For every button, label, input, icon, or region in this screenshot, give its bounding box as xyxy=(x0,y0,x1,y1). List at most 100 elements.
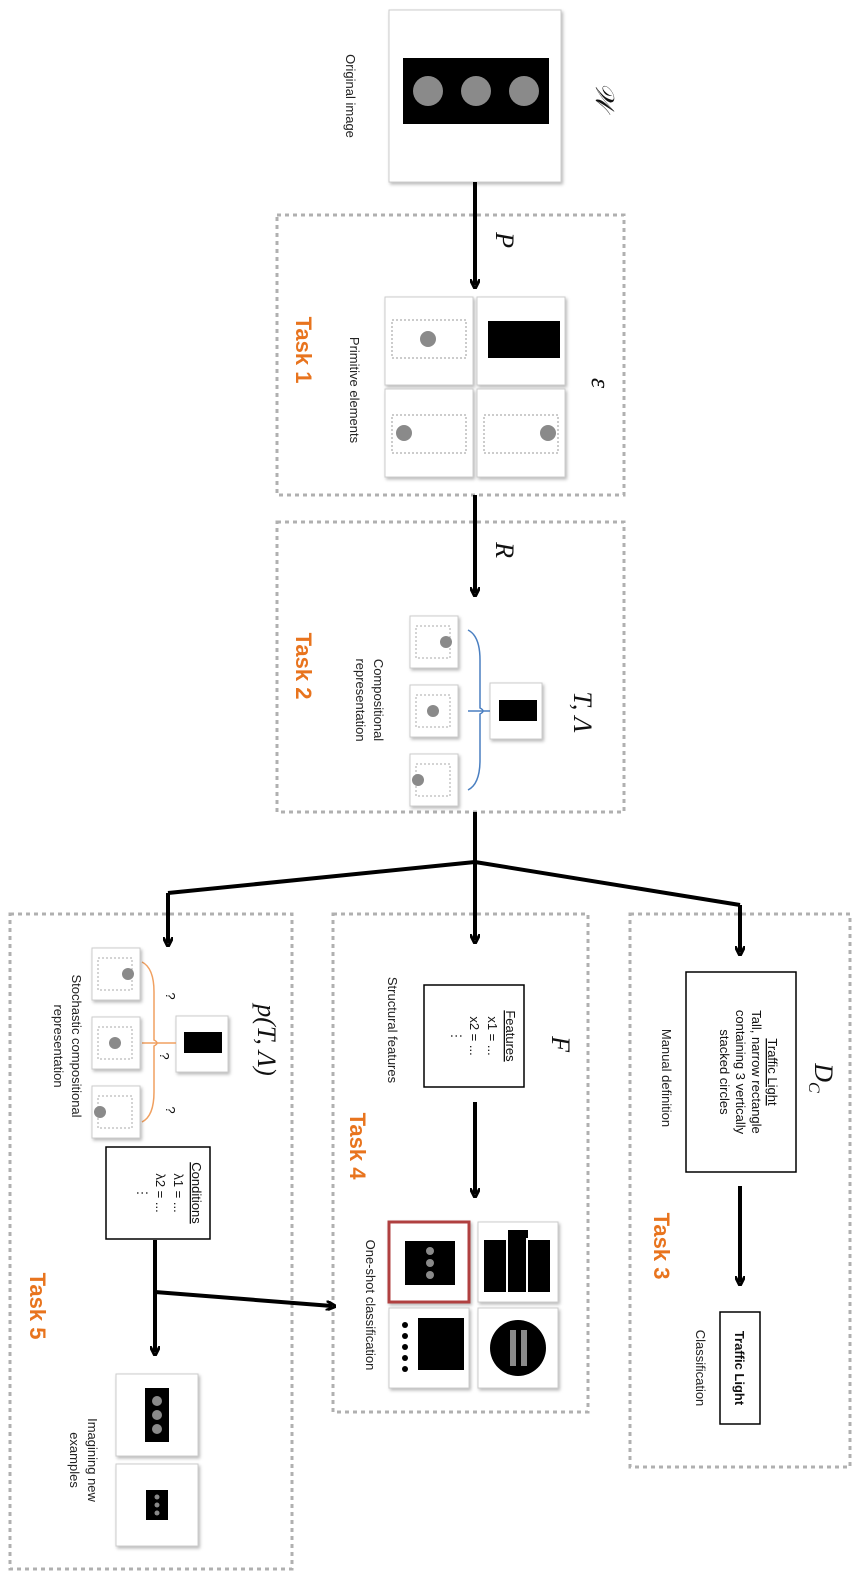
task2-caption-line1: Compositional xyxy=(371,659,386,741)
primitive-rectangle xyxy=(488,321,560,358)
candidate-shape xyxy=(528,1240,550,1292)
arrow-to-oneshot-from-task5 xyxy=(154,1290,332,1306)
task3-panel: DC Traffic Light Tall, narrow rectangle … xyxy=(628,912,852,1469)
classification-box xyxy=(719,1311,761,1425)
primitive-bbox xyxy=(391,414,467,454)
original-image-caption: Original image xyxy=(343,54,358,138)
condition-1: λ1 = ... xyxy=(171,1173,186,1212)
candidate-gap xyxy=(506,1238,508,1292)
primitive-circle xyxy=(396,425,412,441)
task1-frame xyxy=(275,213,626,497)
parent-rectangle xyxy=(499,700,537,721)
feature-1: x1 = ... xyxy=(485,1016,500,1055)
child-circle xyxy=(427,705,439,717)
task1-symbol: ε xyxy=(586,378,615,389)
stochastic-brace xyxy=(141,961,158,1123)
definition-line3: stacked circles xyxy=(717,1029,732,1115)
branch-arrows xyxy=(168,812,740,952)
manual-definition-caption: Manual definition xyxy=(659,1029,674,1127)
features-more: ⋮ xyxy=(449,1030,464,1043)
candidate-dot xyxy=(402,1344,408,1350)
task2-title: Task 2 xyxy=(291,633,316,700)
imagined-circle xyxy=(154,1510,160,1516)
uncertainty-mark: ? xyxy=(163,992,178,999)
uncertainty-mark: ? xyxy=(163,1106,178,1113)
task3-frame xyxy=(628,912,852,1469)
task2-symbol: T, Λ xyxy=(568,691,597,733)
classification-caption: Classification xyxy=(693,1330,708,1407)
candidate-dot xyxy=(402,1333,408,1339)
candidate-circle xyxy=(490,1320,546,1376)
condition-2: λ2 = ... xyxy=(153,1173,168,1212)
imagining-caption-line2: examples xyxy=(67,1432,82,1488)
child-circle xyxy=(440,636,452,648)
definition-title: Traffic Light xyxy=(765,1038,780,1106)
light-circle xyxy=(413,76,443,106)
features-caption: Structural features xyxy=(385,977,400,1084)
candidate-bar xyxy=(521,1330,527,1366)
task2-frame xyxy=(275,520,626,814)
conditions-box xyxy=(105,1146,211,1240)
primitive-bbox xyxy=(391,319,467,359)
task5-caption-line1: Stochastic compositional xyxy=(69,974,84,1117)
task5-frame xyxy=(8,912,294,1571)
composition-brace xyxy=(467,629,484,791)
definition-line2: containing 3 vertically xyxy=(733,1010,748,1135)
image-symbol: 𝒲 xyxy=(590,82,619,115)
task5-title: Task 5 xyxy=(25,1273,50,1340)
oneshot-caption: One-shot classification xyxy=(363,1240,378,1371)
child-circle xyxy=(412,774,424,786)
light-circle xyxy=(461,76,491,106)
parent-rectangle xyxy=(184,1032,222,1053)
task4-frame xyxy=(331,912,590,1414)
imagining-caption-line1: Imagining new xyxy=(85,1418,100,1502)
original-image-group: 𝒲 Original image xyxy=(343,9,619,183)
task5-panel: p(T, Λ) ? ? ? Stochastic compositional r… xyxy=(8,912,332,1571)
task2-caption-line2: representation xyxy=(353,658,368,741)
definition-line1: Tall, narrow rectangle xyxy=(749,1010,764,1134)
child-circle xyxy=(122,968,134,980)
feature-2: x2 = ... xyxy=(467,1016,482,1055)
child-bbox xyxy=(97,1026,133,1060)
classification-result: Traffic Light xyxy=(732,1331,747,1406)
branch-line-task3 xyxy=(474,860,741,907)
branch-line-task5 xyxy=(167,860,476,895)
features-title: Features xyxy=(503,1010,518,1062)
manual-definition-box xyxy=(685,971,797,1173)
primitive-bbox xyxy=(483,414,559,454)
light-circle xyxy=(509,76,539,106)
candidate-dot xyxy=(426,1271,434,1279)
candidate-dot xyxy=(402,1322,408,1328)
candidate-shape xyxy=(484,1240,508,1292)
candidate-dot xyxy=(402,1366,408,1372)
primitive-circle xyxy=(420,331,436,347)
task2-panel: T, Λ Compositional representation Task 2 xyxy=(275,520,626,814)
task3-title: Task 3 xyxy=(649,1213,674,1280)
candidate-dot xyxy=(426,1259,434,1267)
candidate-dot xyxy=(426,1247,434,1255)
child-circle xyxy=(109,1037,121,1049)
task3-symbol: DC xyxy=(805,1062,838,1093)
child-bbox xyxy=(415,694,451,728)
arrow-r-label: R xyxy=(490,541,519,558)
element-tile xyxy=(384,296,474,386)
task1-panel: ε Primitive elements Task 1 xyxy=(275,213,626,497)
imagined-circle xyxy=(152,1396,162,1406)
task4-title: Task 4 xyxy=(345,1113,370,1181)
candidate-gap xyxy=(526,1238,528,1292)
candidate-bar xyxy=(510,1330,516,1366)
imagined-circle xyxy=(152,1410,162,1420)
imagined-circle xyxy=(154,1494,160,1500)
task4-symbol: F xyxy=(546,1035,575,1053)
candidate-dot xyxy=(402,1355,408,1361)
task1-title: Task 1 xyxy=(291,317,316,384)
uncertainty-mark: ? xyxy=(157,1052,172,1059)
arrow-p-label: P xyxy=(490,231,519,248)
task5-caption-line2: representation xyxy=(51,1004,66,1087)
imagined-circle xyxy=(152,1424,162,1434)
task1-caption: Primitive elements xyxy=(347,337,362,444)
conditions-title: Conditions xyxy=(189,1162,204,1224)
candidate-shape xyxy=(508,1230,528,1292)
candidate-shape xyxy=(418,1318,464,1370)
